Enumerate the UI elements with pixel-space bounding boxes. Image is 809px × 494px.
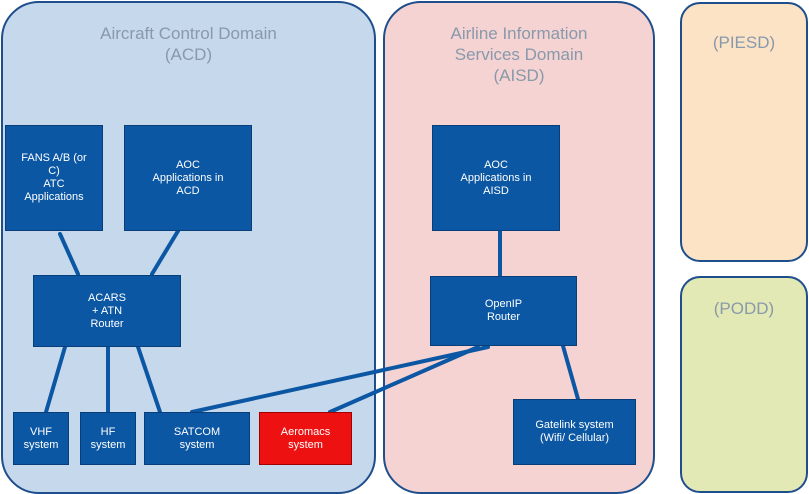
link-acars-satcom: [136, 345, 162, 414]
link-aoc-acd-acars: [150, 229, 180, 276]
gatelink-system-box: Gatelink system (Wifi/ Cellular): [513, 399, 636, 465]
vhf-system-box: VHF system: [13, 412, 69, 465]
link-openip-gatelink: [561, 344, 580, 401]
link-openip-aeromacs: [328, 345, 480, 414]
acd-domain: Aircraft Control Domain (ACD): [1, 1, 376, 494]
openip-router-box: OpenIP Router: [430, 276, 577, 346]
aisd-domain-title: Airline Information Services Domain (AIS…: [450, 24, 588, 85]
aeromacs-system-box: Aeromacs system: [259, 412, 352, 465]
hf-system-box: HF system: [80, 412, 136, 465]
podd-domain: (PODD): [680, 276, 808, 493]
link-fans-acars: [58, 232, 80, 276]
satcom-system-box: SATCOM system: [144, 412, 250, 465]
acd-domain-title: Aircraft Control Domain (ACD): [100, 24, 277, 64]
aoc-applications-acd-box: AOC Applications in ACD: [124, 125, 252, 231]
podd-domain-title: (PODD): [713, 299, 775, 318]
piesd-domain: (PIESD): [680, 2, 808, 262]
acars-atn-router-box: ACARS + ATN Router: [33, 275, 181, 347]
fans-atc-applications-box: FANS A/B (or C) ATC Applications: [5, 125, 103, 231]
aoc-applications-aisd-box: AOC Applications in AISD: [432, 125, 560, 231]
link-acars-vhf: [44, 345, 67, 414]
link-openip-satcom: [190, 345, 490, 414]
piesd-domain-title: (PIESD): [712, 33, 776, 52]
